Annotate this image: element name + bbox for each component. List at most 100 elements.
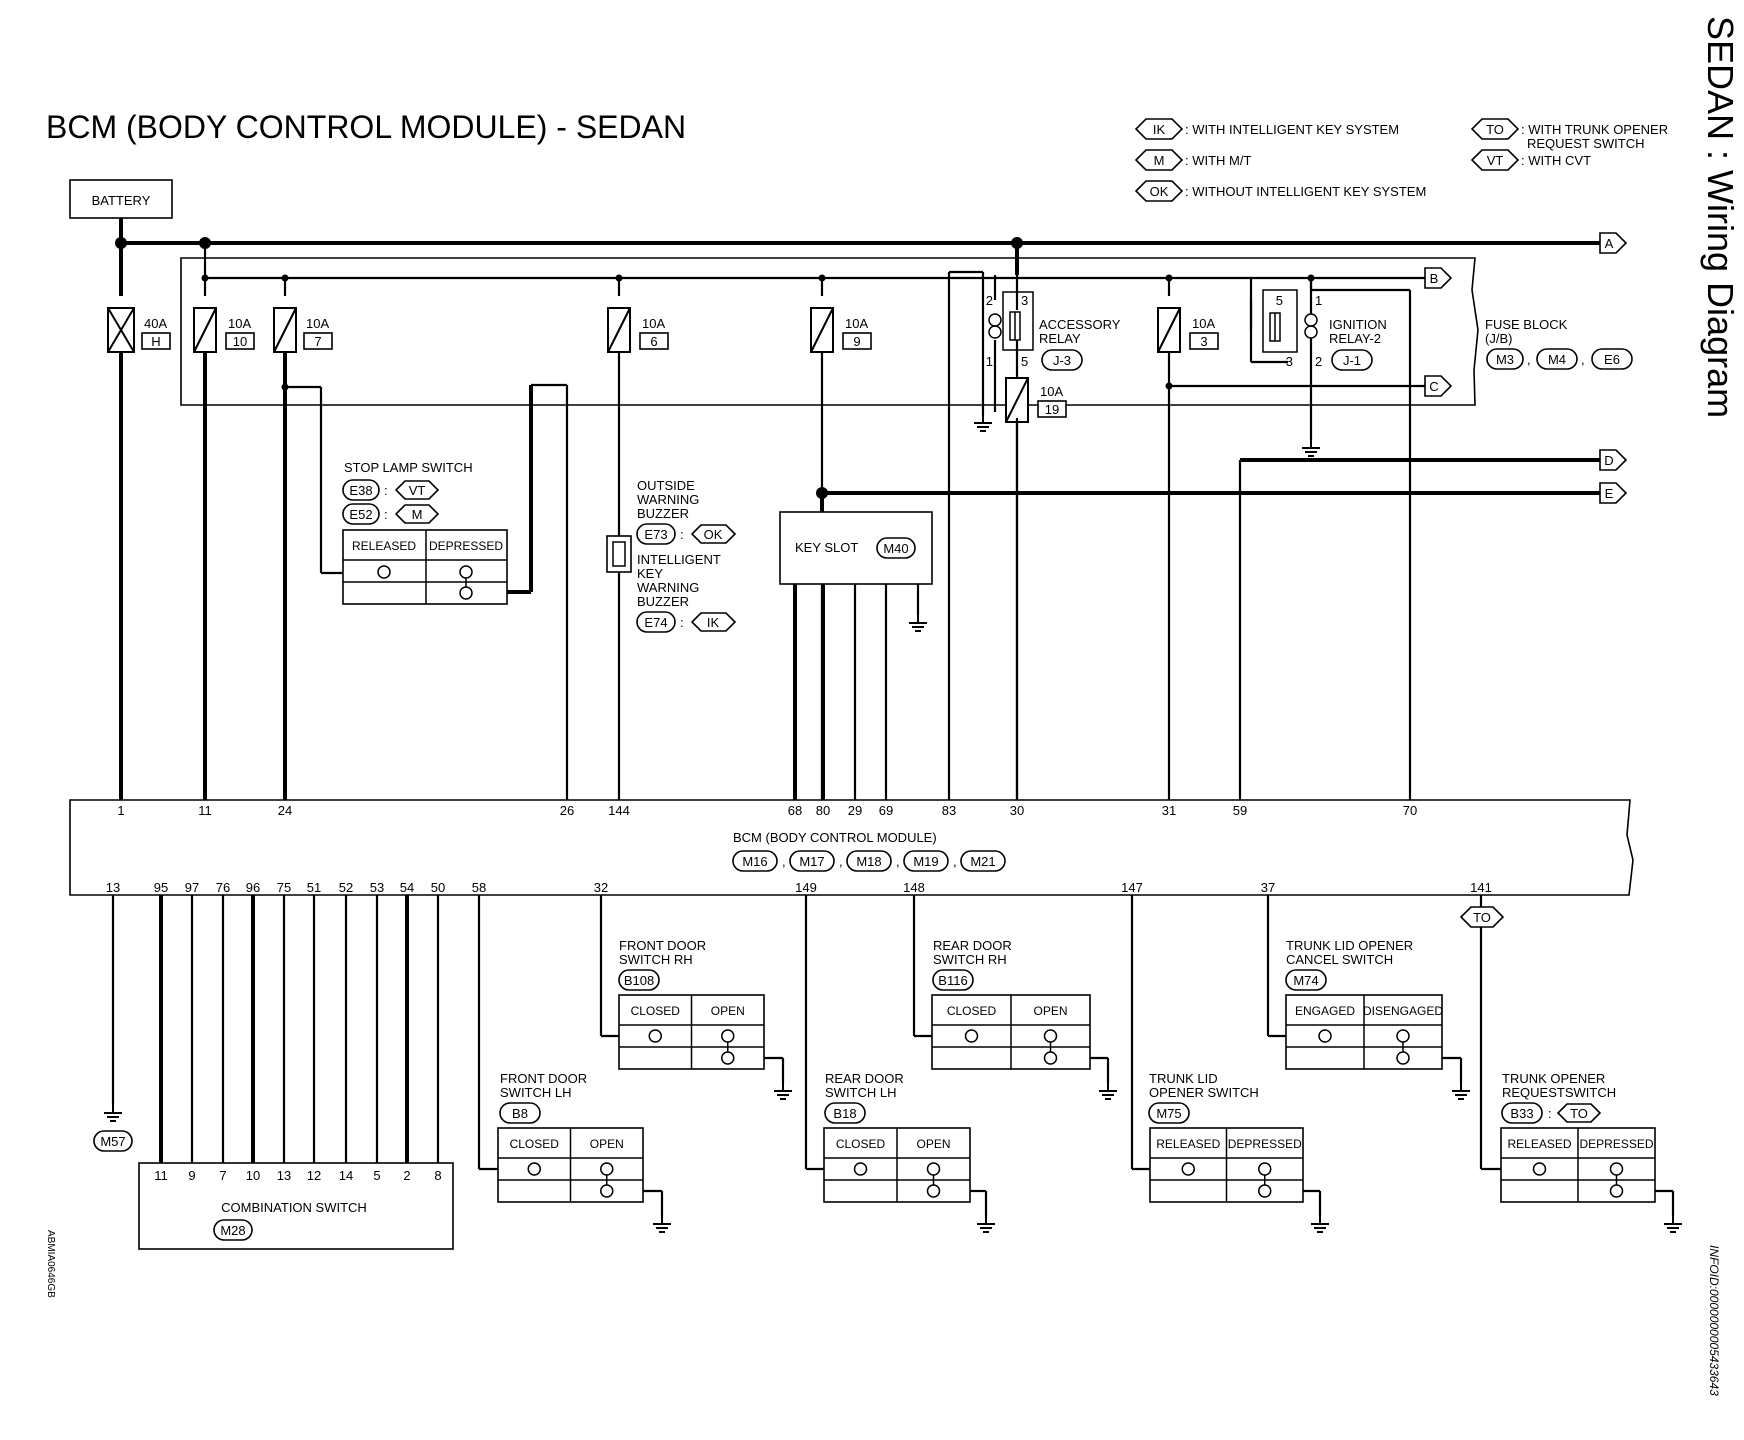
battery: BATTERY	[69, 179, 173, 219]
svg-text:2: 2	[1315, 354, 1322, 369]
svg-text:M19: M19	[913, 854, 938, 869]
fuse-id: 3	[1200, 334, 1207, 349]
svg-text:,: ,	[782, 854, 786, 869]
arrow-a: A	[1599, 232, 1628, 254]
svg-text:BUZZER: BUZZER	[637, 506, 689, 521]
switch-connector: B18	[833, 1106, 856, 1121]
svg-text:IK: IK	[707, 615, 720, 630]
bottom-code: ABMIA0646GB	[45, 1230, 56, 1298]
pin141-tag: TO	[1459, 906, 1505, 928]
ground-symbol	[652, 1215, 672, 1233]
fuse-10a-10: 10A 10	[193, 307, 255, 353]
connector-badge	[618, 969, 660, 991]
svg-text::: :	[680, 615, 684, 630]
svg-text:2: 2	[986, 293, 993, 308]
legend-text: : WITH M/T	[1185, 153, 1251, 168]
switch-name: TRUNK LID OPENER	[1286, 938, 1413, 953]
switch-name-2: SWITCH LH	[500, 1085, 572, 1100]
svg-text:26: 26	[560, 803, 574, 818]
page-title: BCM (BODY CONTROL MODULE) - SEDAN	[46, 109, 686, 145]
legend-tag: IK	[1153, 122, 1166, 137]
fuse-id: 7	[314, 334, 321, 349]
arrow-e: E	[1599, 482, 1628, 504]
svg-text:97: 97	[185, 880, 199, 895]
legend-text: : WITHOUT INTELLIGENT KEY SYSTEM	[1185, 184, 1426, 199]
fuse-block-conn: E6	[1604, 352, 1620, 367]
svg-text:75: 75	[277, 880, 291, 895]
switch-name: TRUNK LID	[1149, 1071, 1218, 1086]
legend-tag: M	[1154, 153, 1165, 168]
svg-text:32: 32	[594, 880, 608, 895]
svg-text:59: 59	[1233, 803, 1247, 818]
relay-name-2: RELAY	[1039, 331, 1081, 346]
svg-text:52: 52	[339, 880, 353, 895]
svg-text:10: 10	[246, 1168, 260, 1183]
connector-badge	[1285, 969, 1327, 991]
svg-text:5: 5	[1021, 354, 1028, 369]
contact-terminal	[1532, 1162, 1547, 1176]
switch-col-1: RELEASED	[1507, 1137, 1571, 1151]
fuse-block-name: FUSE BLOCK	[1485, 317, 1568, 332]
relay-conn: J-1	[1343, 353, 1361, 368]
svg-text:29: 29	[848, 803, 862, 818]
svg-text:13: 13	[106, 880, 120, 895]
svg-text:3: 3	[1286, 354, 1293, 369]
svg-text:144: 144	[608, 803, 630, 818]
svg-text:,: ,	[1527, 352, 1531, 367]
fuse-block-sub: (J/B)	[1485, 331, 1512, 346]
arrow-d: D	[1599, 449, 1628, 471]
switch-name-2: SWITCH RH	[619, 952, 693, 967]
switch-connector: B33	[1510, 1106, 1533, 1121]
svg-text:M28: M28	[220, 1223, 245, 1238]
svg-text:DEPRESSED: DEPRESSED	[429, 539, 503, 553]
svg-text:54: 54	[400, 880, 414, 895]
contact-terminal	[964, 1029, 979, 1043]
svg-text:83: 83	[942, 803, 956, 818]
switch-connector: M75	[1156, 1106, 1181, 1121]
svg-text:95: 95	[154, 880, 168, 895]
fuse-block-outline	[180, 257, 1479, 406]
svg-text:5: 5	[1276, 293, 1283, 308]
svg-text:D: D	[1604, 453, 1613, 468]
separator: :	[1548, 1106, 1552, 1121]
switch-name-2: OPENER SWITCH	[1149, 1085, 1259, 1100]
switch-col-1: ENGAGED	[1295, 1004, 1355, 1018]
switch-col-2: DEPRESSED	[1228, 1137, 1302, 1151]
svg-text:C: C	[1429, 379, 1438, 394]
svg-text:WARNING: WARNING	[637, 492, 699, 507]
switch-col-1: CLOSED	[836, 1137, 886, 1151]
svg-text:M: M	[412, 507, 423, 522]
fuse-amp: 40A	[144, 316, 167, 331]
svg-text::: :	[680, 527, 684, 542]
svg-text:WARNING: WARNING	[637, 580, 699, 595]
svg-text:5: 5	[373, 1168, 380, 1183]
svg-text:RELEASED: RELEASED	[352, 539, 416, 553]
svg-text:11: 11	[154, 1168, 168, 1183]
svg-text:M57: M57	[100, 1134, 125, 1149]
fuse-10a-19: 10A 19	[1005, 377, 1067, 423]
fuse-block-conn: M4	[1548, 352, 1566, 367]
svg-text:9: 9	[188, 1168, 195, 1183]
connector-badge	[1148, 1102, 1190, 1124]
svg-text:OUTSIDE: OUTSIDE	[637, 478, 695, 493]
switch-col-2: OPEN	[590, 1137, 624, 1151]
ground-symbol	[1451, 1082, 1471, 1100]
connector-badge	[1501, 1102, 1543, 1124]
combination-switch-name: COMBINATION SWITCH	[221, 1200, 367, 1215]
legend: IK : WITH INTELLIGENT KEY SYSTEM M : WIT…	[1134, 118, 1668, 202]
connector-badge	[932, 969, 974, 991]
contact-terminal	[1181, 1162, 1195, 1176]
connector-badge	[824, 1102, 866, 1124]
svg-text:E74: E74	[644, 615, 667, 630]
svg-text:147: 147	[1121, 880, 1143, 895]
svg-text:VT: VT	[409, 483, 426, 498]
relay-conn: J-3	[1053, 353, 1071, 368]
combination-switch-wires	[103, 895, 440, 1163]
stop-lamp-switch: STOP LAMP SWITCH E38 : VT E52 : M RELEAS…	[342, 460, 508, 605]
legend-text-2: REQUEST SWITCH	[1527, 136, 1645, 151]
svg-text:51: 51	[307, 880, 321, 895]
svg-text:1: 1	[1315, 293, 1322, 308]
legend-text: : WITH TRUNK OPENER	[1521, 122, 1668, 137]
svg-text:E: E	[1605, 486, 1614, 501]
